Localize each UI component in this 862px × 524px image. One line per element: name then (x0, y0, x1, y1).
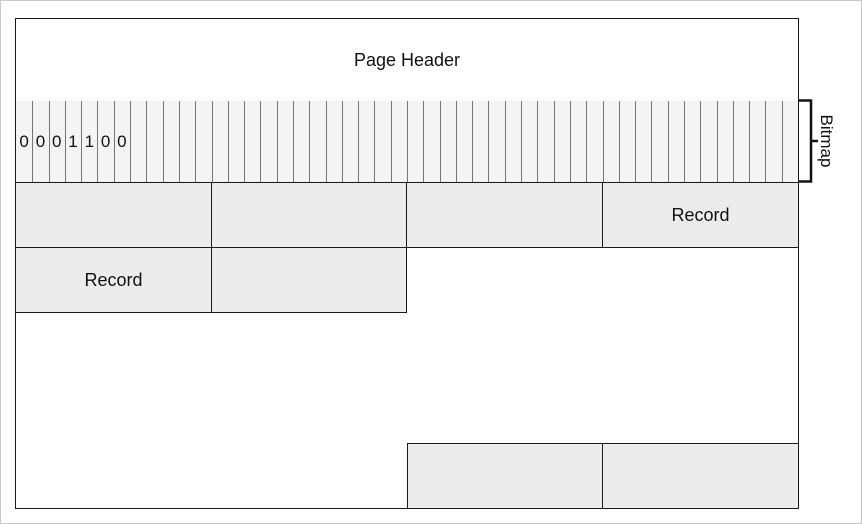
record-slot (407, 183, 603, 248)
bitmap-bit: 0 (101, 132, 110, 151)
page-header-label: Page Header (353, 49, 461, 70)
bitmap-bit: 0 (19, 132, 28, 151)
bitmap-label: Bitmap (817, 114, 836, 168)
page-header: Page Header (16, 19, 798, 102)
record-slot (407, 443, 603, 508)
record-label: Record (671, 204, 730, 225)
bitmap-brace (798, 99, 818, 183)
record-slot: Record (603, 183, 798, 248)
bitmap-bit: 0 (36, 132, 45, 151)
bitmap-bit: 1 (85, 132, 94, 151)
record-slot: Record (16, 248, 212, 313)
record-slot (212, 248, 407, 313)
bitmap-bit: 1 (68, 132, 77, 151)
record-slot (16, 183, 212, 248)
record-slot (603, 443, 798, 508)
bitmap-bit: 0 (52, 132, 61, 151)
bitmap-background (16, 101, 798, 182)
bitmap-bit: 0 (117, 132, 126, 151)
record-slot (212, 183, 407, 248)
record-label: Record (84, 269, 143, 290)
